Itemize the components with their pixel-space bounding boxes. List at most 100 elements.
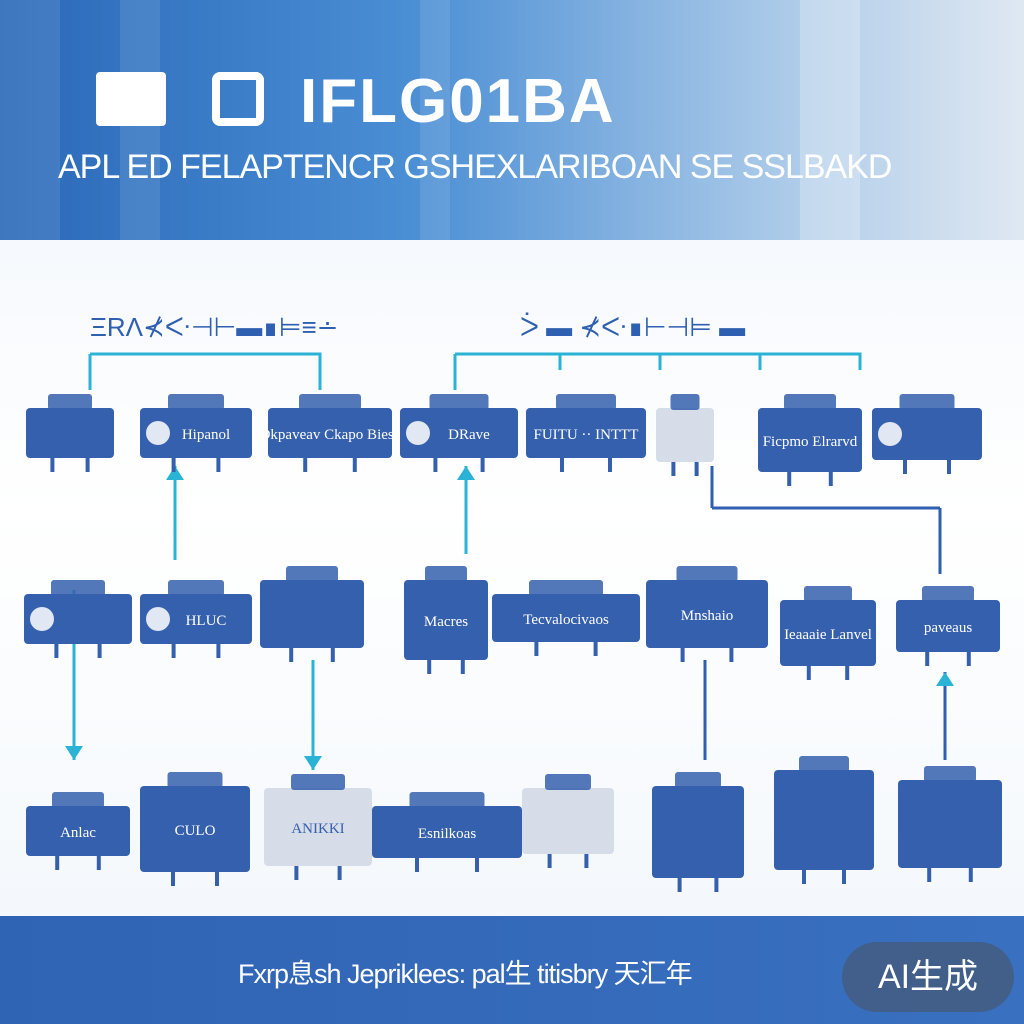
logo-ring-icon xyxy=(212,72,264,126)
diagram-node-r1n6 xyxy=(656,394,714,476)
truck-icon xyxy=(799,756,849,772)
machine-icon xyxy=(168,580,224,596)
diagram-node-r1n5: FUITU ·· INTTT xyxy=(526,394,646,472)
node-box xyxy=(140,786,250,872)
node-label: Ieaaaie Lanvel xyxy=(784,627,872,643)
node-box xyxy=(526,408,646,458)
diagram-node-r3n8 xyxy=(898,766,1002,882)
node-box xyxy=(26,806,130,856)
diagram-node-r3n5 xyxy=(522,774,614,868)
group-label-right: ᐴ ▬ ⊀ᑅ∎⊢⊣⊨ ▬ xyxy=(520,312,745,342)
header-decoration xyxy=(800,0,860,240)
node-box xyxy=(140,408,252,458)
diagram-node-r2n4: Macres xyxy=(404,566,488,674)
diagram-node-r3n1: Anlac xyxy=(26,792,130,870)
node-label: paveaus xyxy=(924,620,972,636)
header-decoration xyxy=(420,0,450,240)
node-icon xyxy=(30,607,54,631)
diagram-node-r2n2: HLUC xyxy=(140,580,252,658)
monitor-icon xyxy=(299,394,361,410)
diagram-node-r1n7: Ficpmo Elrarvd xyxy=(758,394,862,486)
diagram-node-r1n3: Dkpaveav Ckapo Biesa xyxy=(260,394,401,472)
robot-icon xyxy=(529,580,603,596)
diagram-node-r2n3 xyxy=(260,566,364,662)
node-box xyxy=(260,580,364,648)
node-label: Tecvalocivaos xyxy=(523,612,609,628)
arrow-head xyxy=(304,756,322,770)
diagram-node-r3n3: ANIKKI xyxy=(264,774,372,880)
bracket-line xyxy=(455,352,862,370)
node-box xyxy=(492,594,640,642)
page-subtitle: APL ED FELAPTENCR GSHEXLARIBOAN SE SSLBA… xyxy=(58,148,892,186)
node-label: HLUC xyxy=(186,613,227,629)
truck-icon xyxy=(676,566,738,582)
diagram-node-r1n1 xyxy=(26,394,114,472)
arrow-head xyxy=(65,746,83,760)
node-label: Mnshaio xyxy=(681,608,734,624)
node-box xyxy=(372,806,522,858)
header-banner: IFLG01ΒA APL ED FELAPTENCR GSHEXLARIBOAN… xyxy=(0,0,1024,240)
node-box xyxy=(522,788,614,854)
node-icon xyxy=(146,607,170,631)
node-label: FUITU ·· INTTT xyxy=(534,427,639,443)
group-label-left: ΞRΛ⊀ᑅ⊣⊢▬∎⊨≡∸ xyxy=(90,312,338,342)
node-box xyxy=(646,580,768,648)
node-box xyxy=(780,600,876,666)
diagram-node-r2n8: paveaus xyxy=(896,586,1000,666)
node-box xyxy=(264,788,372,866)
node-box xyxy=(656,408,714,462)
node-label: Ficpmo Elrarvd xyxy=(763,434,858,450)
monitor-icon xyxy=(545,774,591,790)
diagram-node-r2n7: Ieaaaie Lanvel xyxy=(780,586,876,680)
gear-icon xyxy=(286,566,338,582)
diagram-area: ΞRΛ⊀ᑅ⊣⊢▬∎⊨≡∸ ᐴ ▬ ⊀ᑅ∎⊢⊣⊨ ▬ Hipanol Dkpavea… xyxy=(0,240,1024,916)
node-box xyxy=(872,408,982,460)
gear-icon xyxy=(409,792,485,808)
box-icon xyxy=(804,586,852,602)
node-box xyxy=(268,408,392,458)
node-icon xyxy=(146,421,170,445)
truck-icon xyxy=(556,394,616,410)
node-icon xyxy=(406,421,430,445)
diagram-node-r3n4: Esnilkoas xyxy=(372,792,522,872)
diagram-node-r2n6: Mnshaio xyxy=(646,566,768,662)
node-label: Macres xyxy=(424,614,468,630)
node-label: Esnilkoas xyxy=(418,826,476,842)
diagram-node-r3n7 xyxy=(774,756,874,884)
arrow-head xyxy=(936,672,954,686)
keypad-icon xyxy=(167,772,223,788)
node-box xyxy=(898,780,1002,868)
box-icon xyxy=(670,394,700,410)
ai-generated-badge: AI生成 xyxy=(842,942,1014,1012)
cabinet-icon xyxy=(52,792,104,808)
node-label: Anlac xyxy=(60,825,96,841)
machine-icon xyxy=(48,394,92,410)
robot-icon xyxy=(675,772,721,788)
node-label: Hipanol xyxy=(182,427,230,443)
node-box xyxy=(404,580,488,660)
lamp-icon xyxy=(922,586,974,602)
node-box xyxy=(26,408,114,458)
node-box xyxy=(758,408,862,472)
node-box xyxy=(140,594,252,644)
node-box xyxy=(774,770,874,870)
connectors xyxy=(65,352,954,770)
monitor-icon xyxy=(425,566,467,582)
keypad-icon xyxy=(51,580,105,596)
robot-icon xyxy=(429,394,489,410)
diagram-node-r2n5: Tecvalocivaos xyxy=(492,580,640,656)
header-decoration xyxy=(0,0,60,240)
diagram-node-r2n1 xyxy=(24,580,132,658)
arrow-head xyxy=(166,466,184,480)
node-label: CULO xyxy=(175,823,216,839)
diagram-node-r1n2: Hipanol xyxy=(140,394,252,472)
arrow-head xyxy=(457,466,475,480)
footer-text: Fxrp息sh Jepriklees: pal生 titisbry 天汇年 xyxy=(238,959,693,989)
diagram-node-r3n2: CULO xyxy=(140,772,250,886)
lamp-icon xyxy=(784,394,836,410)
logo-icon xyxy=(96,72,166,126)
diagram-node-r3n6 xyxy=(652,772,744,892)
node-box xyxy=(24,594,132,644)
node-icon xyxy=(878,422,902,446)
